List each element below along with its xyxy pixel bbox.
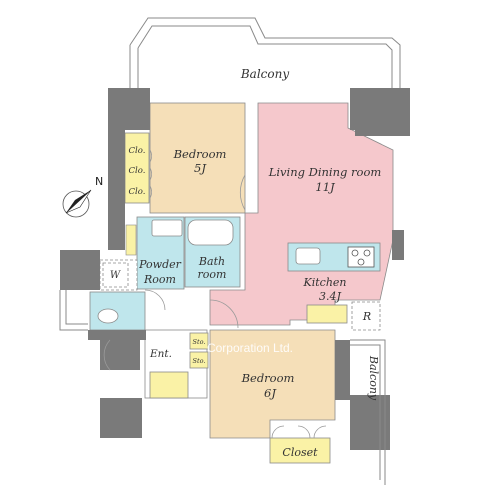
closet-label: Closet: [282, 446, 318, 459]
bedroom-1-size: 5J: [194, 161, 207, 175]
balcony-left-area: [59, 290, 88, 331]
storage-kitchen: [306, 304, 348, 324]
compass-north-label: N: [95, 175, 103, 188]
bedroom-2-name: Bedroom: [241, 371, 295, 385]
toilet-icon: [97, 308, 119, 324]
closet-label-2: Clo.: [129, 166, 146, 176]
kitchen-size: 3.4J: [319, 290, 341, 303]
storage-label-1: Sto.: [193, 338, 206, 346]
compass-icon: N: [62, 175, 103, 218]
watermark: Corporation Ltd.: [207, 341, 293, 355]
balcony-side-area: [350, 339, 386, 485]
closet-label-3: Clo.: [129, 187, 146, 197]
storage-label-2: Sto.: [193, 357, 206, 365]
fridge-space: [351, 301, 381, 331]
stove-icon: [347, 246, 375, 268]
powder-room-name-1: Powder: [138, 258, 182, 271]
laundry-area: [99, 259, 138, 291]
kitchen-name: Kitchen: [303, 276, 347, 289]
structural-walls: [60, 88, 410, 450]
entrance-label: Ent.: [149, 348, 172, 360]
storage-1: [189, 332, 209, 350]
fridge-label: R: [362, 310, 371, 323]
washer-label: W: [110, 270, 121, 281]
storage-powder: [125, 224, 137, 256]
kitchen-sink-icon: [295, 247, 321, 265]
toilet-room: [89, 291, 146, 331]
balcony-top-label: Balcony: [240, 67, 289, 81]
living-dining-size: 11J: [315, 180, 336, 194]
balcony-top-area: [129, 17, 401, 92]
bedroom-2-size: 6J: [264, 386, 277, 400]
bedroom-1: [149, 102, 246, 214]
powder-room-name-2: Room: [143, 273, 176, 286]
doors: [103, 149, 327, 439]
storage-entrance: [149, 371, 189, 399]
bathroom-name-2: room: [198, 268, 227, 281]
bathtub-icon: [187, 219, 234, 246]
washbasin-icon: [151, 219, 183, 237]
storage-2: [189, 351, 209, 369]
bedroom-2: [209, 329, 336, 439]
closet-label-1: Clo.: [129, 146, 146, 156]
balcony-side-label: Balcony: [367, 355, 380, 401]
closet-bedroom-2: [269, 437, 331, 464]
washer-space: [102, 262, 129, 288]
closets-bedroom-1: [124, 132, 150, 204]
bathroom-name-1: Bath: [198, 255, 225, 268]
living-dining-name: Living Dining room: [268, 165, 382, 179]
bedroom-1-name: Bedroom: [173, 147, 227, 161]
